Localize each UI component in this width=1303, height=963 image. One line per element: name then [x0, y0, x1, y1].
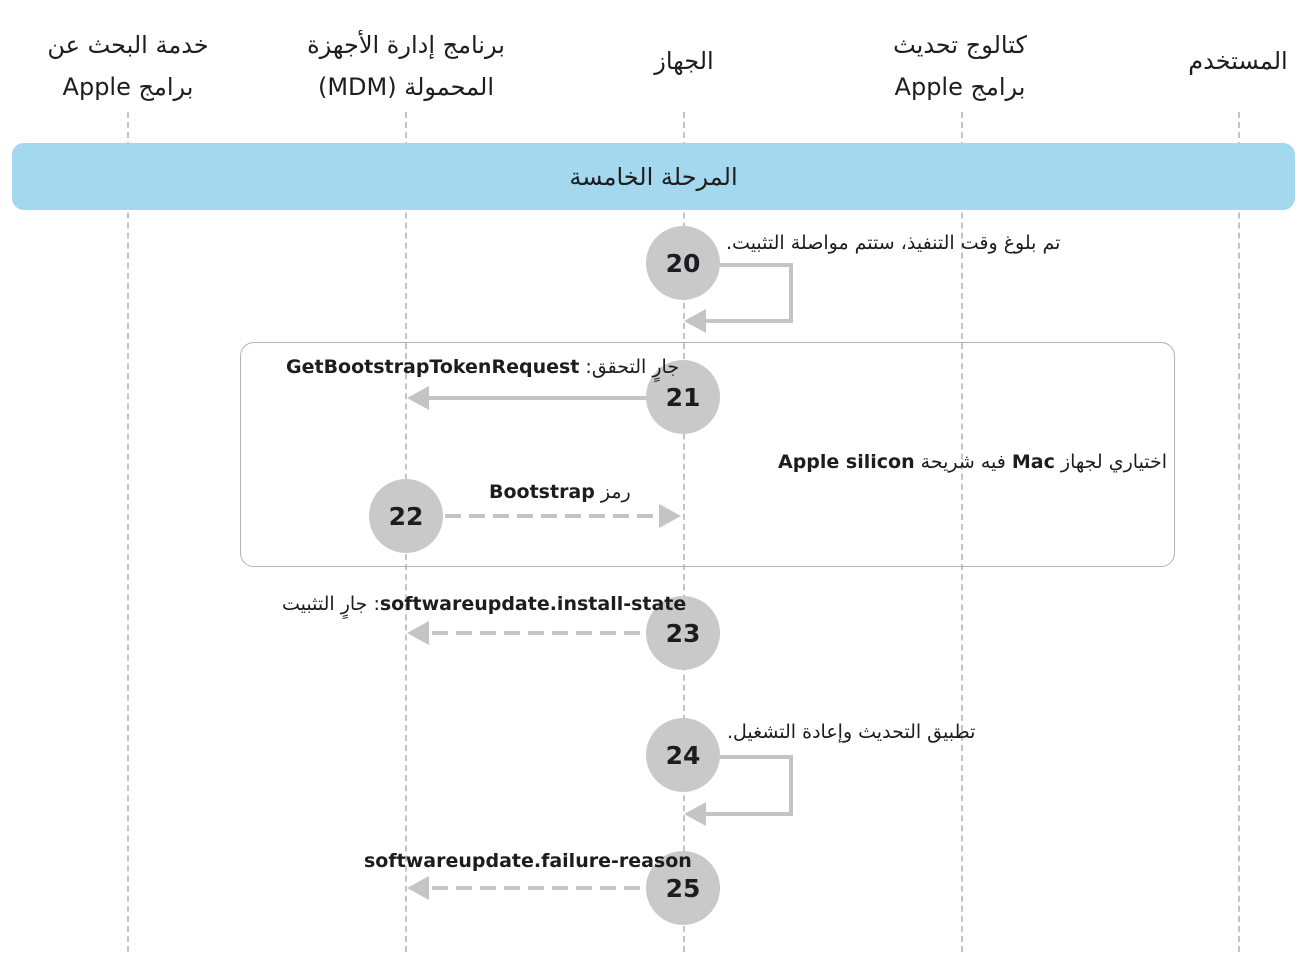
lifeline-catalog	[961, 112, 963, 952]
step-22-prefix: رمز	[594, 481, 631, 503]
step-23-label: softwareupdate.install-state: جارٍ التثب…	[282, 593, 686, 615]
phase-band: المرحلة الخامسة	[12, 143, 1295, 210]
self-loop-arrow-24	[700, 755, 793, 816]
step-21-label: جارٍ التحقق: GetBootstrapTokenRequest	[286, 356, 679, 378]
step-25-label: softwareupdate.failure-reason	[364, 850, 692, 872]
step-24-circle: 24	[646, 718, 720, 792]
optional-label-mid: فيه شريحة	[914, 451, 1012, 473]
optional-label-chip: Apple silicon	[778, 451, 915, 473]
lane-header-line2: المحمولة (MDM)	[317, 73, 495, 101]
lifeline-device	[683, 112, 685, 952]
arrowhead-23	[407, 621, 429, 645]
lane-header-line1: الجهاز	[654, 47, 714, 75]
arrowhead-21	[407, 386, 429, 410]
step-22-label: رمز Bootstrap	[489, 481, 631, 503]
step-22-code: Bootstrap	[489, 481, 595, 503]
lane-header-catalog: كتالوج تحديث برامج Apple	[840, 24, 1080, 108]
step-24-label: تطبيق التحديث وإعادة التشغيل.	[727, 721, 976, 743]
step-22-circle: 22	[369, 479, 443, 553]
step-23-suffix: : جارٍ التثبيت	[282, 593, 380, 615]
optional-label-prefix: اختياري لجهاز	[1054, 451, 1168, 473]
optional-label-mac: Mac	[1011, 451, 1055, 473]
step-21-circle: 21	[646, 360, 720, 434]
lane-header-line1: المستخدم	[1188, 47, 1288, 75]
lane-header-line2: برامج Apple	[62, 73, 194, 101]
step-21-prefix: جارٍ التحقق:	[579, 356, 680, 378]
step-20-circle: 20	[646, 226, 720, 300]
step-23-code: softwareupdate.install-state	[379, 593, 687, 615]
step-25-circle: 25	[646, 851, 720, 925]
lane-header-line1: خدمة البحث عن	[47, 31, 209, 59]
optional-group-box	[240, 342, 1175, 567]
lane-header-user: المستخدم	[1118, 40, 1303, 82]
arrowhead-24	[684, 802, 706, 826]
step-21-code: GetBootstrapTokenRequest	[286, 356, 580, 378]
lane-header-device: الجهاز	[564, 40, 804, 82]
lane-header-line1: كتالوج تحديث	[893, 31, 1027, 59]
arrowhead-22	[659, 504, 681, 528]
optional-group-label: اختياري لجهاز Mac فيه شريحة Apple silico…	[778, 451, 1167, 473]
arrowhead-25	[407, 876, 429, 900]
lane-header-line2: برامج Apple	[894, 73, 1026, 101]
arrowhead-20	[684, 309, 706, 333]
self-loop-arrow-20	[700, 263, 793, 323]
lifeline-search-service	[127, 112, 129, 952]
step-23-circle: 23	[646, 596, 720, 670]
step-25-code: softwareupdate.failure-reason	[364, 850, 692, 872]
lifeline-user	[1238, 112, 1240, 952]
step-20-label: تم بلوغ وقت التنفيذ، ستتم مواصلة التثبيت…	[726, 232, 1061, 254]
phase-label: المرحلة الخامسة	[569, 162, 738, 191]
lane-header-line1: برنامج إدارة الأجهزة	[307, 31, 505, 59]
lane-header-search-service: خدمة البحث عن برامج Apple	[8, 24, 248, 108]
lane-header-mdm: برنامج إدارة الأجهزة المحمولة (MDM)	[286, 24, 526, 108]
